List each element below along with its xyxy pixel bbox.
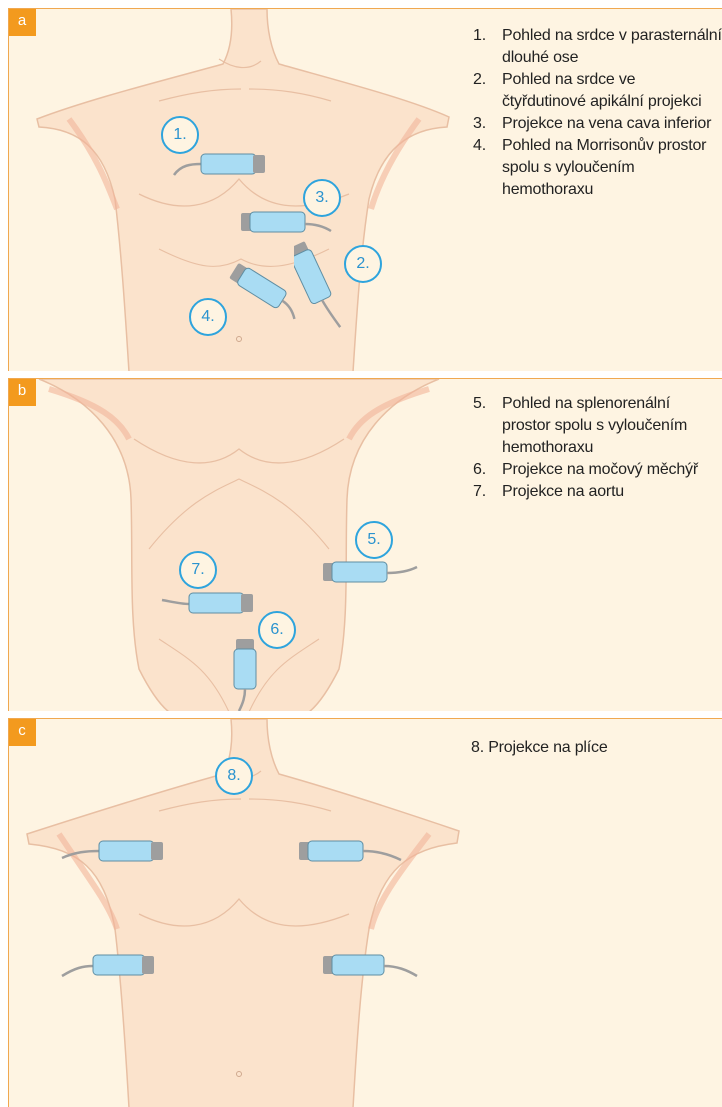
marker-3: 3.: [303, 179, 341, 217]
panel-c-caption: 8. Projekce na plíce: [471, 739, 608, 757]
panel-c-label: c: [8, 718, 36, 746]
torso-illustration: [9, 719, 722, 1107]
marker-6: 6.: [258, 611, 296, 649]
marker-2: 2.: [344, 245, 382, 283]
marker-1: 1.: [161, 116, 199, 154]
legend-list-b: 5.Pohled na splenorenální prostor spolu …: [473, 393, 722, 503]
probe-8-lower-right: [59, 952, 159, 982]
marker-5: 5.: [355, 521, 393, 559]
panel-b-label: b: [8, 378, 36, 406]
legend-item: 4.Pohled na Morrisonův prostor spolu s v…: [473, 135, 722, 201]
probe-6: [231, 637, 261, 711]
marker-7: 7.: [179, 551, 217, 589]
legend-item: 2.Pohled na srdce ve čtyřdutinové apikál…: [473, 69, 722, 113]
probe-7: [159, 590, 259, 620]
probe-8-lower-left: [321, 952, 421, 982]
panel-c: c 8. 8. Projekce na plíce: [8, 718, 722, 1107]
legend-item: 5.Pohled na splenorenální prostor spolu …: [473, 393, 722, 459]
probe-8-upper-left: [297, 838, 407, 868]
probe-1: [169, 151, 269, 181]
legend-item: 1.Pohled na srdce v parasternální dlouhé…: [473, 25, 722, 69]
legend-item: 6.Projekce na močový měchýř: [473, 459, 722, 481]
marker-8: 8.: [215, 757, 253, 795]
probe-5: [321, 559, 421, 589]
panel-a: a 1. 2. 3. 4. 1.Pohled na srdce v parast…: [8, 8, 722, 371]
panel-b: b 5. 6. 7. 5.Pohled na splenorenální pro…: [8, 378, 722, 711]
probe-4: [224, 259, 304, 329]
marker-4: 4.: [189, 298, 227, 336]
legend-list-a: 1.Pohled na srdce v parasternální dlouhé…: [473, 25, 722, 201]
legend-item: 7.Projekce na aortu: [473, 481, 722, 503]
legend-item: 3.Projekce na vena cava inferior: [473, 113, 722, 135]
probe-8-upper-right: [59, 838, 169, 868]
panel-a-label: a: [8, 8, 36, 36]
